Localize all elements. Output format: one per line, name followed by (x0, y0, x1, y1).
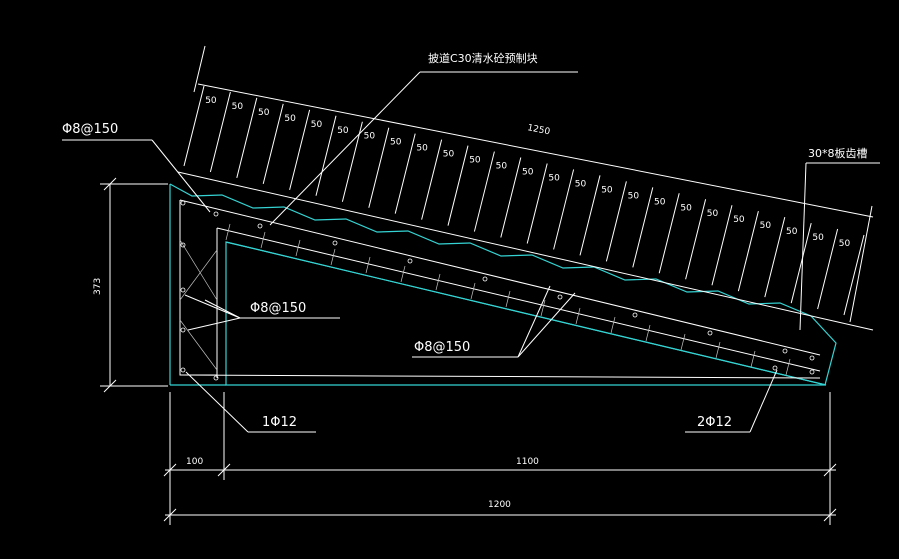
rebar-lines (179, 199, 821, 381)
slope-tick (764, 216, 786, 298)
slope-tick (236, 97, 258, 179)
slope-tick (183, 85, 205, 167)
dim-1200: 1200 (488, 500, 511, 510)
slope-segment-label: 50 (707, 209, 719, 219)
slope-tick-lines (183, 85, 865, 316)
slope-tick (817, 228, 839, 310)
slope-tick (632, 187, 654, 268)
slope-tick (341, 121, 363, 202)
height-dimension (100, 177, 168, 393)
slope-tick (394, 133, 416, 214)
slope-segment-label: 50 (628, 191, 640, 201)
slope-segment-label: 50 (284, 114, 296, 124)
slope-tick (605, 181, 627, 262)
callout-groove: 30*8板齿槽 (808, 146, 868, 160)
slope-segment-label: 50 (601, 185, 613, 195)
slope-segment-label: 50 (390, 138, 402, 148)
slope-segment-label: 50 (416, 144, 428, 154)
slope-tick (711, 205, 733, 286)
slope-segment-labels: 50 50 50 50 50 50 50 50 50 50 50 50 50 50 50 50 50 50 50 50… (205, 96, 850, 249)
slope-segment-label: 50 (337, 126, 349, 136)
slope-tick (262, 103, 284, 185)
slope-tick (315, 115, 337, 196)
slope-tick (421, 139, 443, 220)
slope-tick (447, 145, 469, 226)
slope-tick (579, 175, 601, 256)
slope-tick (685, 199, 707, 280)
concrete-outline (169, 183, 837, 386)
slope-segment-label: 50 (496, 162, 508, 172)
bar-label-right: 2Φ12 (697, 415, 732, 430)
slope-segment-label: 50 (522, 168, 534, 178)
slope-tick (737, 211, 759, 292)
slope-tick (500, 157, 522, 238)
slope-tick (526, 163, 548, 244)
slope-tick (658, 193, 680, 274)
slope-segment-label: 50 (760, 221, 772, 231)
slope-segment-label: 50 (258, 108, 270, 118)
slope-total-dimension: 1250 (526, 123, 551, 137)
slope-segment-label: 50 (205, 96, 217, 106)
slope-tick (790, 222, 812, 304)
slope-segment-label: 50 (575, 179, 587, 189)
slope-tick (843, 234, 865, 316)
slope-tick (473, 151, 495, 232)
slope-tick (553, 169, 575, 250)
slope-segment-label: 50 (311, 120, 323, 130)
slope-segment-label: 50 (232, 102, 244, 112)
bottom-dimensions (163, 392, 837, 525)
slope-tick (368, 127, 390, 208)
slope-segment-label: 50 (469, 156, 481, 166)
leader-lines (62, 71, 880, 433)
bar-label-left: 1Φ12 (262, 415, 297, 430)
slope-segment-label: 50 (786, 227, 798, 237)
slope-segment-label: 50 (839, 239, 851, 249)
rebar-label-middle: Φ8@150 (250, 301, 306, 316)
slope-segment-label: 50 (812, 233, 824, 243)
slope-segment-label: 50 (443, 150, 455, 160)
slope-segment-label: 50 (654, 197, 666, 207)
height-dimension-label: 373 (93, 278, 103, 295)
slope-segment-label: 50 (680, 203, 692, 213)
dim-100: 100 (186, 457, 203, 467)
slope-dimension (177, 45, 874, 331)
rebar-label-top-left: Φ8@150 (62, 122, 118, 137)
slope-segment-label: 50 (733, 215, 745, 225)
slope-tick (209, 91, 231, 173)
slope-segment-label: 50 (364, 132, 376, 142)
dim-1100: 1100 (516, 457, 539, 467)
slope-tick (289, 109, 311, 190)
rebar-label-slab: Φ8@150 (414, 340, 470, 355)
slope-segment-label: 50 (548, 173, 560, 183)
callout-precast-block: 披道C30清水砼预制块 (428, 51, 538, 65)
